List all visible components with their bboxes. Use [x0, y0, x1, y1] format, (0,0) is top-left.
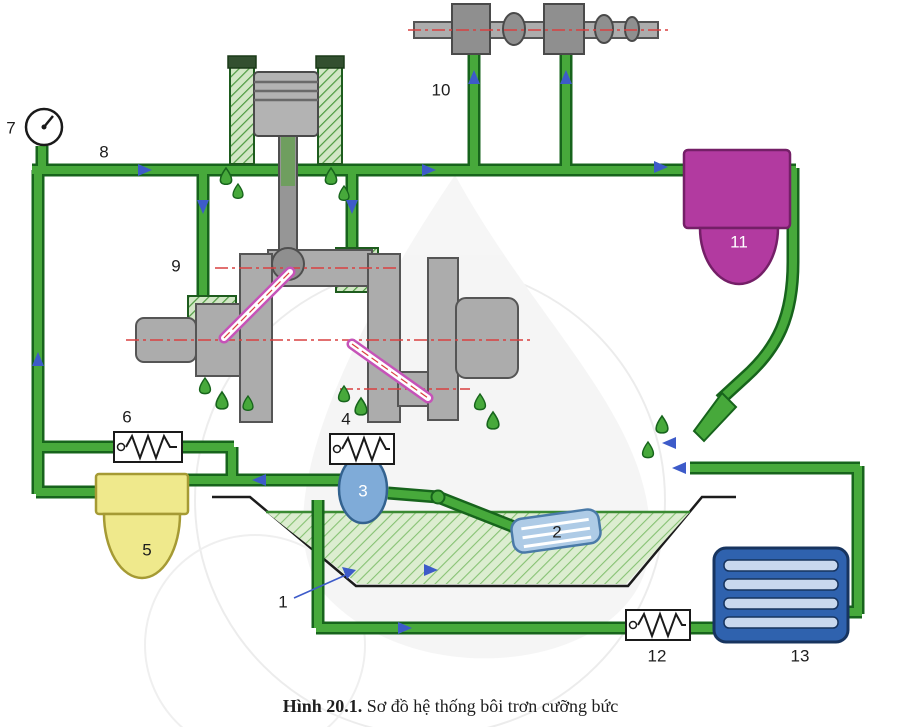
gauge-hub: [41, 124, 47, 130]
return-nozzle: [692, 391, 738, 443]
cam-bearing-right: [543, 3, 585, 55]
cylinder-cap-left: [227, 55, 257, 69]
part-label-12: 12: [648, 646, 667, 665]
cylinder-cap-right: [315, 55, 345, 69]
strainer-slot: [521, 517, 589, 531]
pressure-gauge: [24, 107, 64, 147]
cam-lobe: [594, 14, 614, 44]
cam-lobe: [624, 16, 640, 42]
part-label-2: 2: [552, 522, 561, 541]
fine-oil-filter: [682, 148, 792, 286]
cylinder-wall-left: [229, 63, 255, 165]
part-label-8: 8: [99, 142, 108, 161]
main-oil-filter: [94, 472, 190, 580]
flow-arrow-down: [346, 200, 358, 214]
cam-bearing-left: [451, 3, 491, 55]
part-label-13: 13: [791, 646, 810, 665]
valve-ball: [116, 442, 126, 452]
oil-drop: [232, 183, 244, 199]
flow-arrow-right: [424, 564, 438, 576]
valve-ball: [332, 444, 342, 454]
flow-arrow-right: [654, 161, 668, 173]
pipe-joint: [430, 489, 446, 505]
strainer-slot: [522, 526, 591, 540]
crank-shaft-right: [455, 297, 519, 379]
crankshaft: [126, 247, 530, 423]
cooler-fin: [723, 559, 839, 572]
oil-strainer: [510, 508, 602, 554]
flow-arrows: [32, 70, 686, 634]
flow-arrow-up: [32, 352, 44, 366]
cooler-fin: [723, 616, 839, 629]
part-label-3: 3: [358, 481, 367, 500]
oil-drop: [641, 441, 655, 459]
camshaft: [408, 3, 668, 55]
figure-caption-label: Hình 20.1.: [282, 696, 363, 716]
cooler-fin: [723, 597, 839, 610]
flow-arrow-right: [138, 164, 152, 176]
cam-lobe: [502, 12, 526, 46]
control-valve-12: [625, 609, 691, 641]
pipe-network: [32, 44, 862, 628]
part-label-11: 11: [730, 232, 748, 251]
cooler-fin: [723, 578, 839, 591]
flow-arrow-up: [468, 70, 480, 84]
part-label-4: 4: [341, 409, 350, 428]
part-label-10: 10: [432, 80, 451, 99]
passage-centerline: [223, 271, 291, 339]
piston: [253, 71, 319, 137]
flow-arrow-left: [672, 462, 686, 474]
crank-web-2: [367, 253, 401, 423]
main-filter-dome: [102, 512, 182, 580]
part-label-1: 1: [278, 592, 287, 611]
safety-valve-4: [329, 433, 395, 465]
part-label-6: 6: [122, 407, 131, 426]
main-filter-body: [94, 472, 190, 516]
part-label-7: 7: [6, 118, 15, 137]
oil-drilling-passage: [218, 266, 296, 344]
figure-caption-title: Sơ đồ hệ thống bôi trơn cưỡng bức: [366, 696, 619, 716]
bypass-valve-6: [113, 431, 183, 463]
oil-drilling-passage: [346, 338, 434, 404]
oil-drop: [215, 391, 229, 410]
flow-arrow-right: [422, 164, 436, 176]
passage-centerline: [351, 343, 429, 399]
sump-pan-outline: [212, 495, 736, 588]
valve-ball: [628, 620, 638, 630]
flow-arrow-left: [662, 437, 676, 449]
pointer-head: [342, 567, 356, 579]
valve-spring: [637, 611, 686, 639]
valve-spring: [341, 435, 390, 463]
connecting-rod-upper: [281, 130, 295, 186]
fine-filter-dome: [698, 226, 780, 286]
part-label-9: 9: [171, 256, 180, 275]
flow-arrow-up: [560, 70, 572, 84]
crank-web-1: [239, 253, 273, 423]
oil-drop: [655, 415, 669, 434]
figure-caption: Hình 20.1. Sơ đồ hệ thống bôi trơn cưỡng…: [0, 696, 901, 717]
cylinder-wall-right: [317, 63, 343, 165]
flow-arrow-right: [398, 622, 412, 634]
flow-arrow-down: [197, 200, 209, 214]
valve-spring: [125, 433, 177, 461]
strainer-slot: [523, 535, 592, 549]
part-label-5: 5: [142, 540, 151, 559]
label-pointer-1: [293, 567, 356, 599]
pointer-line: [293, 573, 349, 599]
flow-arrow-left: [252, 474, 266, 486]
piston-cylinder: [227, 55, 345, 261]
fine-filter-body: [682, 148, 792, 230]
watermark-arc: [144, 534, 366, 727]
oil-drop: [198, 377, 212, 395]
oil-cooler: [712, 546, 850, 644]
